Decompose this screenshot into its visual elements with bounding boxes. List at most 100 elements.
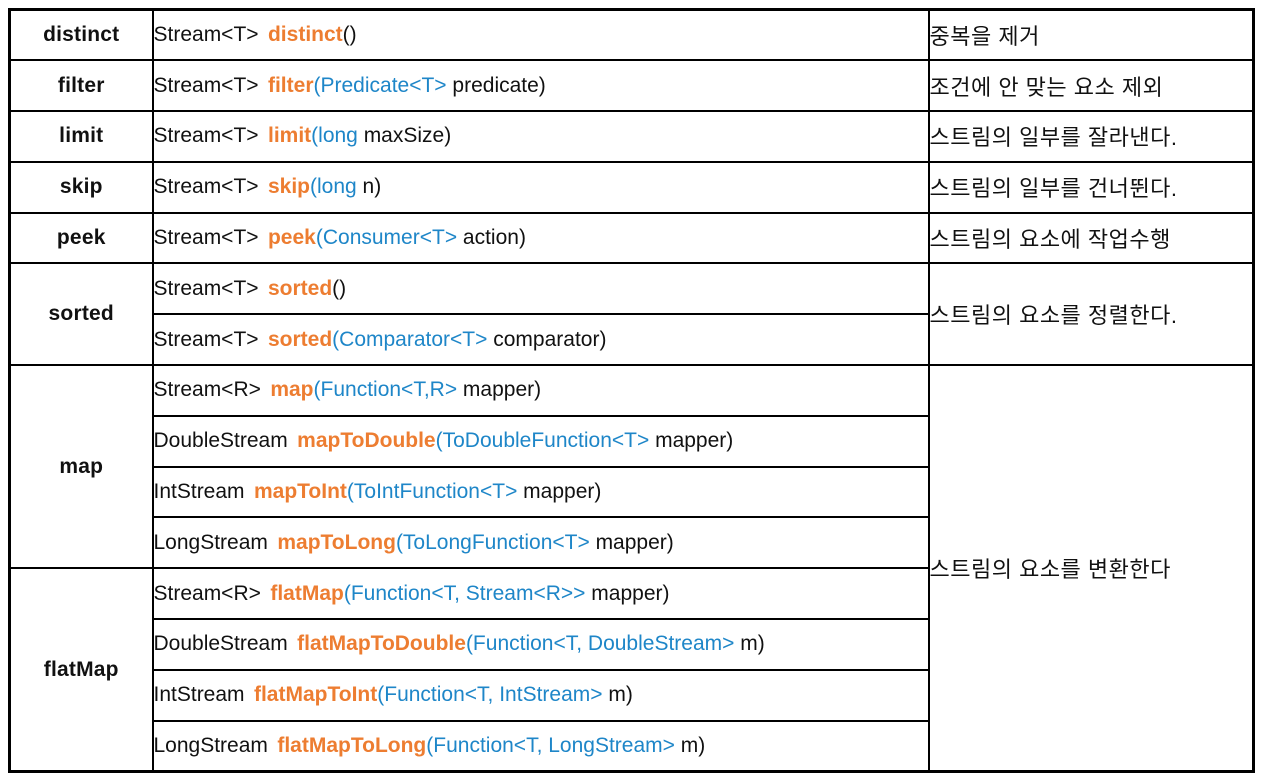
method-name-cell-map: map: [8, 364, 154, 570]
method-token: flatMapToLong: [277, 733, 427, 757]
signature-cell: Stream<T> limit(long maxSize): [151, 110, 930, 163]
stream-methods-table: distinct Stream<T>distinct() 중복을 제거 filt…: [8, 8, 1255, 773]
table-row: Stream<T>sorted(Comparator<T> comparator…: [10, 313, 1254, 367]
return-type: IntStream: [153, 683, 245, 707]
signature-cell: Stream<T> sorted(): [151, 262, 930, 316]
param-rest-token: predicate): [446, 73, 546, 97]
method-token: flatMapToInt: [253, 683, 378, 707]
table-row: skip Stream<T>skip(long n) 스트림의 일부를 건너뛴다…: [8, 160, 1255, 214]
signature-cell: Stream<R>flatMap(Function<T, Stream<R>> …: [151, 567, 930, 621]
method-name-cell-peek: peek: [8, 211, 154, 265]
table-row: peek Stream<T>peek(Consumer<T> action) 스…: [8, 211, 1255, 265]
signature-cell: Stream<T> skip(long n): [151, 160, 930, 214]
return-type: Stream<T>: [153, 73, 259, 97]
method-name-cell-distinct: distinct: [8, 8, 154, 62]
signature-cell: DoubleStream flatMapToDouble(Function<T, …: [151, 618, 930, 671]
description-cell: 스트림의 요소를 정렬한다.: [927, 262, 1255, 367]
return-type: Stream<T>: [153, 226, 259, 250]
signature-cell: DoubleStream mapToDouble(ToDoubleFunction…: [151, 414, 930, 468]
param-type-token: (Comparator<T>: [332, 327, 488, 351]
param-type-token: (long: [311, 124, 358, 148]
method-token: peek: [267, 226, 316, 250]
return-type: LongStream: [153, 733, 268, 757]
return-type: DoubleStream: [153, 429, 288, 453]
param-rest-token: n): [356, 175, 382, 199]
param-rest-token: mapper): [589, 530, 674, 554]
method-token: mapToDouble: [297, 429, 436, 453]
return-type: Stream<T>: [153, 124, 259, 148]
param-rest-token: m): [602, 683, 633, 707]
method-name-cell-flatmap: flatMap: [8, 567, 154, 773]
return-type: Stream<T>: [153, 175, 259, 199]
param-rest-token: m): [734, 632, 765, 656]
description-cell: 조건에 안 맞는 요소 제외: [927, 59, 1255, 113]
table-row: DoubleStream mapToDouble(ToDoubleFunction…: [10, 414, 1254, 468]
table-row: LongStream mapToLong(ToLongFunction<T> ma…: [10, 516, 1254, 570]
param-rest-token: mapper): [585, 581, 670, 605]
param-rest-token: (): [342, 23, 357, 47]
method-name-cell-filter: filter: [8, 59, 154, 113]
param-type-token: (Function<T,R>: [313, 378, 458, 402]
method-name-cell-sorted: sorted: [8, 262, 154, 367]
method-token: flatMapToDouble: [297, 632, 466, 656]
param-rest-token: mapper): [649, 429, 734, 453]
return-type: Stream<T>: [153, 23, 259, 47]
signature-cell: LongStream flatMapToLong(Function<T, Long…: [151, 719, 930, 773]
param-type-token: (ToDoubleFunction<T>: [435, 429, 650, 453]
table-row: LongStream flatMapToLong(Function<T, Long…: [10, 719, 1254, 773]
param-type-token: (Predicate<T>: [313, 73, 447, 97]
return-type: Stream<R>: [153, 378, 261, 402]
param-type-token: (Function<T, IntStream>: [377, 683, 603, 707]
param-type-token: (Function<T, Stream<R>>: [343, 581, 586, 605]
description-cell: 스트림의 요소에 작업수행: [927, 211, 1255, 265]
method-token: map: [270, 378, 314, 402]
param-rest-token: comparator): [487, 327, 607, 351]
signature-cell: IntStream flatMapToInt(Function<T, IntStr…: [151, 668, 930, 722]
signature-cell: Stream<T>sorted(Comparator<T> comparator…: [151, 313, 930, 367]
description-cell: 중복을 제거: [927, 8, 1255, 62]
method-name-cell-skip: skip: [8, 160, 154, 214]
param-type-token: (long: [310, 175, 357, 199]
param-rest-token: m): [674, 733, 706, 757]
method-token: filter: [267, 73, 314, 97]
signature-cell: Stream<R> map(Function<T,R> mapper): [151, 364, 930, 417]
return-type: LongStream: [153, 530, 268, 554]
table-row: flatMap Stream<R>flatMap(Function<T, Str…: [8, 567, 1254, 773]
signature-cell: Stream<T> filter(Predicate<T> predicate): [151, 59, 930, 113]
param-rest-token: action): [457, 226, 526, 250]
method-token: mapToInt: [253, 480, 347, 504]
method-name-cell-limit: limit: [8, 110, 154, 163]
table-row: limit Stream<T>limit(long maxSize) 스트림의 …: [8, 110, 1255, 163]
method-token: flatMap: [270, 581, 344, 605]
table-row: sorted Stream<T>sorted() 스트림의 요소를 정렬한다.: [8, 262, 1255, 367]
method-token: skip: [267, 175, 311, 199]
param-rest-token: (): [332, 276, 347, 300]
description-cell: 스트림의 요소를 변환한다: [927, 364, 1255, 773]
signature-cell: LongStream mapToLong(ToLongFunction<T> ma…: [151, 516, 930, 570]
param-type-token: (ToLongFunction<T>: [395, 530, 590, 554]
description-cell: 스트림의 일부를 건너뛴다.: [927, 160, 1255, 214]
return-type: Stream<T>: [153, 276, 259, 300]
table-row: DoubleStream flatMapToDouble(Function<T, …: [10, 618, 1254, 671]
description-cell: 스트림의 일부를 잘라낸다.: [927, 110, 1255, 163]
table-row: distinct Stream<T>distinct() 중복을 제거: [8, 8, 1255, 62]
param-type-token: (Function<T, LongStream>: [426, 733, 675, 757]
method-token: distinct: [267, 23, 343, 47]
return-type: Stream<T>: [153, 327, 259, 351]
table-row: IntStream flatMapToInt(Function<T, IntStr…: [10, 668, 1254, 722]
param-rest-token: mapper): [457, 378, 542, 402]
param-type-token: (Consumer<T>: [315, 226, 458, 250]
return-type: Stream<R>: [153, 581, 261, 605]
method-token: limit: [267, 124, 312, 148]
return-type: IntStream: [153, 480, 245, 504]
method-token: sorted: [267, 276, 333, 300]
param-type-token: (Function<T, DoubleStream>: [465, 632, 735, 656]
signature-cell: Stream<T> distinct(): [151, 8, 930, 62]
param-rest-token: maxSize): [357, 124, 452, 148]
return-type: DoubleStream: [153, 632, 288, 656]
method-token: mapToLong: [277, 530, 396, 554]
table-row: filter Stream<T>filter(Predicate<T> pred…: [8, 59, 1255, 113]
signature-cell: Stream<T> peek(Consumer<T> action): [151, 211, 930, 265]
